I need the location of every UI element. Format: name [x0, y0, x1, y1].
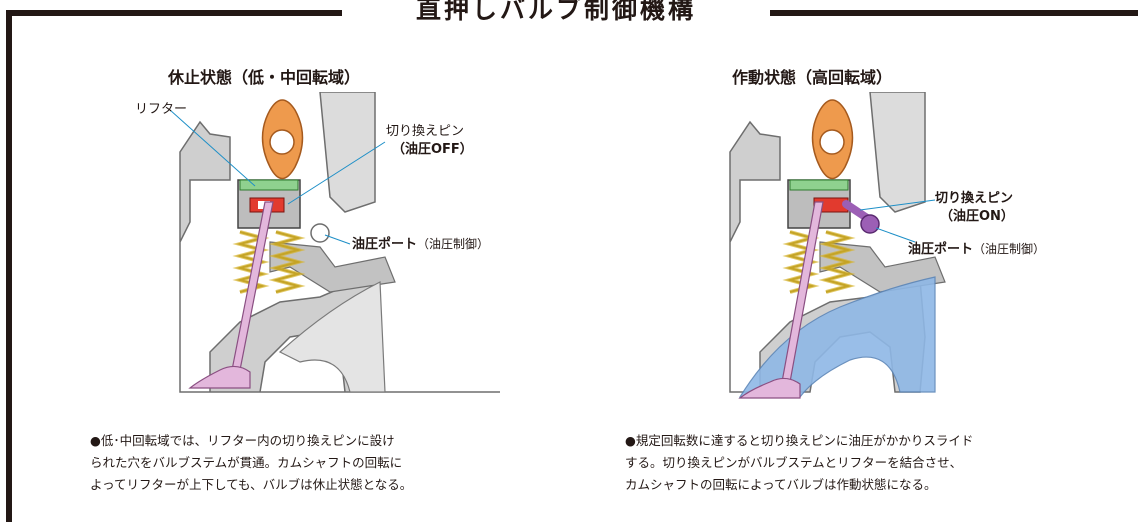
- oil-port-pressurized: [860, 214, 880, 234]
- port-channel: [819, 241, 946, 293]
- cylinder-head: [179, 120, 500, 393]
- right-engine-diagram: [729, 92, 946, 399]
- right-caption-line: ●規定回転数に達すると切り換えピンに油圧がかかりスライド: [625, 433, 974, 448]
- left-engine-diagram: [170, 92, 500, 393]
- valve-springs-fill: [232, 230, 306, 294]
- head-right-wall: [319, 92, 376, 213]
- leader-lines: [859, 199, 936, 243]
- right-caption: ●規定回転数に達すると切り換えピンに油圧がかかりスライド する。切り換えピンがバ…: [625, 430, 1105, 496]
- valve-head: [738, 377, 801, 399]
- intake-runner-flow: [738, 276, 936, 398]
- valve-head: [188, 365, 251, 389]
- left-caption-line: よってリフターが上下しても、バルブは休止状態となる。: [90, 477, 413, 492]
- lifter-top: [789, 179, 849, 191]
- port-channel: [269, 241, 396, 293]
- cam-bore: [819, 129, 845, 155]
- left-caption-line: ●低･中回転域では、リフター内の切り換えピンに設け: [90, 433, 395, 448]
- left-label-port: 油圧ポート（油圧制御）: [352, 235, 489, 254]
- left-caption-line: られた穴をバルブステムが貫通。カムシャフトの回転に: [90, 455, 403, 470]
- oil-port: [310, 223, 330, 243]
- leader-lines: [170, 109, 386, 245]
- right-port-name: 油圧ポート: [908, 242, 974, 257]
- frame-left: [6, 10, 12, 522]
- right-caption-line: する。切り換えピンがバルブステムとリフターを結合させ、: [625, 455, 963, 470]
- right-port-note: （油圧制御）: [973, 242, 1046, 256]
- intake-runner: [278, 281, 386, 393]
- right-heading: 作動状態（高回転域）: [732, 68, 893, 87]
- right-label-port: 油圧ポート（油圧制御）: [908, 240, 1045, 259]
- lifter-top: [239, 179, 299, 191]
- frame-top-left: [12, 10, 342, 16]
- left-port-note: （油圧制御）: [417, 237, 490, 251]
- main-title: 直押しバルブ制御機構: [415, 0, 696, 24]
- cam-bore: [269, 129, 295, 155]
- right-caption-line: カムシャフトの回転によってバルブは作動状態になる。: [625, 477, 937, 492]
- left-heading: 休止状態（低・中回転域）: [168, 68, 361, 87]
- left-caption: ●低･中回転域では、リフター内の切り換えピンに設け られた穴をバルブステムが貫通…: [90, 430, 540, 496]
- left-label-pin-state: （油圧OFF）: [392, 142, 473, 157]
- head-right-wall: [869, 92, 926, 213]
- right-label-pin-state: （油圧ON）: [940, 209, 1014, 224]
- left-port-name: 油圧ポート: [352, 237, 418, 252]
- left-label-pin: 切り換えピン: [386, 124, 465, 139]
- left-label-lifter: リフター: [135, 102, 188, 117]
- frame-top-right: [770, 10, 1138, 16]
- right-label-pin: 切り換えピン: [935, 191, 1014, 206]
